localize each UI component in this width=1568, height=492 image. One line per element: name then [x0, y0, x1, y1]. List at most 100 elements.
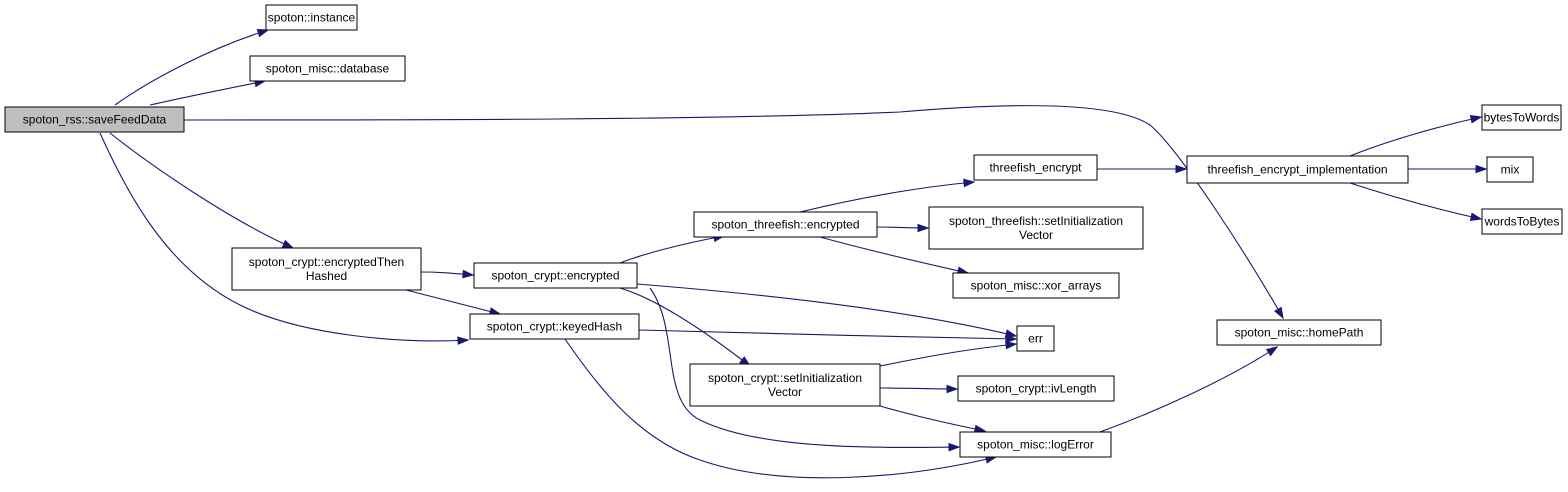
edge-line [619, 235, 725, 264]
node-threefish_setIV[interactable]: spoton_threefish::setInitializationVecto… [928, 206, 1144, 250]
edge-line [564, 338, 997, 479]
node-box[interactable] [4, 106, 185, 133]
node-box[interactable] [1186, 155, 1409, 184]
node-ivLength[interactable]: spoton_crypt::ivLength [957, 375, 1115, 402]
node-label: spoton_misc::logError [977, 438, 1094, 452]
node-label: spoton_misc::homePath [1235, 326, 1364, 340]
node-saveFeedData[interactable]: spoton_rss::saveFeedData [4, 106, 185, 133]
node-label: mix [1501, 163, 1520, 177]
node-label: spoton_crypt::ivLength [976, 382, 1097, 396]
node-label: spoton_crypt::encryptedThen [249, 255, 404, 269]
node-label: spoton_rss::saveFeedData [23, 113, 167, 127]
edge-line [638, 329, 1017, 340]
node-box[interactable] [973, 154, 1098, 181]
edge-line [879, 343, 1017, 367]
node-label: spoton_crypt::encrypted [491, 269, 619, 283]
node-xor_arrays[interactable]: spoton_misc::xor_arrays [952, 272, 1120, 299]
node-box[interactable] [1481, 104, 1562, 131]
arrowhead [256, 28, 270, 38]
node-box[interactable] [473, 262, 638, 289]
node-err[interactable]: err [1016, 325, 1055, 352]
edge-line [1349, 116, 1482, 157]
node-label: wordsToBytes [1484, 215, 1560, 229]
node-box[interactable] [959, 431, 1112, 458]
edge-line [149, 80, 266, 106]
edge-saveFeedData-to-keyedHash [99, 132, 470, 345]
edge-saveFeedData-to-encryptedThenHashed [109, 132, 295, 249]
arrowhead [946, 384, 959, 394]
arrowhead [457, 336, 470, 345]
node-label: spoton_crypt::keyedHash [487, 320, 622, 334]
edge-line [879, 387, 958, 390]
arrowhead [948, 442, 961, 452]
edge-tf_impl-to-bytesToWords [1349, 115, 1483, 157]
arrowhead [1005, 340, 1018, 350]
edge-line [649, 287, 960, 448]
edge-threefish_encrypt-to-tf_impl [1096, 164, 1188, 174]
node-box[interactable] [693, 211, 878, 238]
edge-encryptedThenHashed-to-keyedHash [405, 289, 502, 316]
edge-line [879, 405, 986, 432]
node-box[interactable] [952, 272, 1120, 299]
node-box[interactable] [957, 375, 1115, 402]
edge-crypt_setIV-to-logError [879, 405, 987, 434]
arrowhead [1005, 334, 1018, 344]
arrowhead [1469, 115, 1483, 124]
edge-tf_impl-to-wordsToBytes [1349, 182, 1483, 221]
edge-logError-to-homePath [1099, 346, 1279, 433]
node-homePath[interactable]: spoton_misc::homePath [1216, 319, 1382, 346]
edge-threefish_encrypted-to-threefish_encrypt [799, 178, 976, 213]
node-wordsToBytes[interactable]: wordsToBytes [1481, 208, 1563, 235]
node-box[interactable] [928, 206, 1144, 250]
node-label: spoton_threefish::encrypted [711, 218, 859, 232]
node-crypt_encrypted[interactable]: spoton_crypt::encrypted [473, 262, 638, 289]
arrowhead [1265, 346, 1279, 357]
node-box[interactable] [689, 363, 881, 407]
edge-line [114, 29, 269, 106]
node-box[interactable] [1486, 156, 1534, 183]
edge-crypt_encrypted-to-threefish_encrypted [619, 233, 726, 264]
edge-line [819, 236, 969, 274]
node-bytesToWords[interactable]: bytesToWords [1481, 104, 1562, 131]
node-threefish_encrypt[interactable]: threefish_encrypt [973, 154, 1098, 181]
edge-keyedHash-to-logError [564, 338, 998, 479]
node-logError[interactable]: spoton_misc::logError [959, 431, 1112, 458]
node-box[interactable] [1016, 325, 1055, 352]
node-label: spoton_misc::database [266, 62, 390, 76]
arrowhead [1175, 164, 1188, 174]
node-threefish_encrypted[interactable]: spoton_threefish::encrypted [693, 211, 878, 238]
edge-crypt_encrypted-to-logError [649, 287, 961, 452]
node-box[interactable] [249, 55, 406, 82]
node-tf_impl[interactable]: threefish_encrypt_implementation [1186, 155, 1409, 184]
node-label: threefish_encrypt [989, 161, 1082, 175]
node-mix[interactable]: mix [1486, 156, 1534, 183]
arrowhead [1469, 212, 1483, 221]
node-label: err [1028, 332, 1043, 346]
node-instance[interactable]: spoton::instance [265, 4, 358, 31]
node-label: Vector [1019, 228, 1053, 242]
node-box[interactable] [265, 4, 358, 31]
arrowhead [1475, 164, 1488, 174]
node-box[interactable] [1216, 319, 1382, 346]
arrowhead [1274, 306, 1284, 320]
node-box[interactable] [231, 247, 422, 291]
edge-tf_impl-to-mix [1407, 164, 1488, 174]
node-box[interactable] [469, 313, 640, 340]
arrowhead [963, 178, 976, 188]
arrowhead [462, 269, 475, 279]
arrowhead [281, 239, 295, 249]
node-layer: spoton_rss::saveFeedData spoton::instance… [4, 4, 1563, 458]
node-label: spoton_misc::xor_arrays [971, 279, 1102, 293]
node-label: threefish_encrypt_implementation [1207, 163, 1387, 177]
node-box[interactable] [1481, 208, 1563, 235]
node-database[interactable]: spoton_misc::database [249, 55, 406, 82]
edge-line [799, 181, 975, 213]
edge-line [109, 132, 294, 249]
node-keyedHash[interactable]: spoton_crypt::keyedHash [469, 313, 640, 340]
edge-line [1099, 346, 1278, 433]
arrowhead [917, 223, 930, 233]
node-label: spoton::instance [268, 11, 356, 25]
